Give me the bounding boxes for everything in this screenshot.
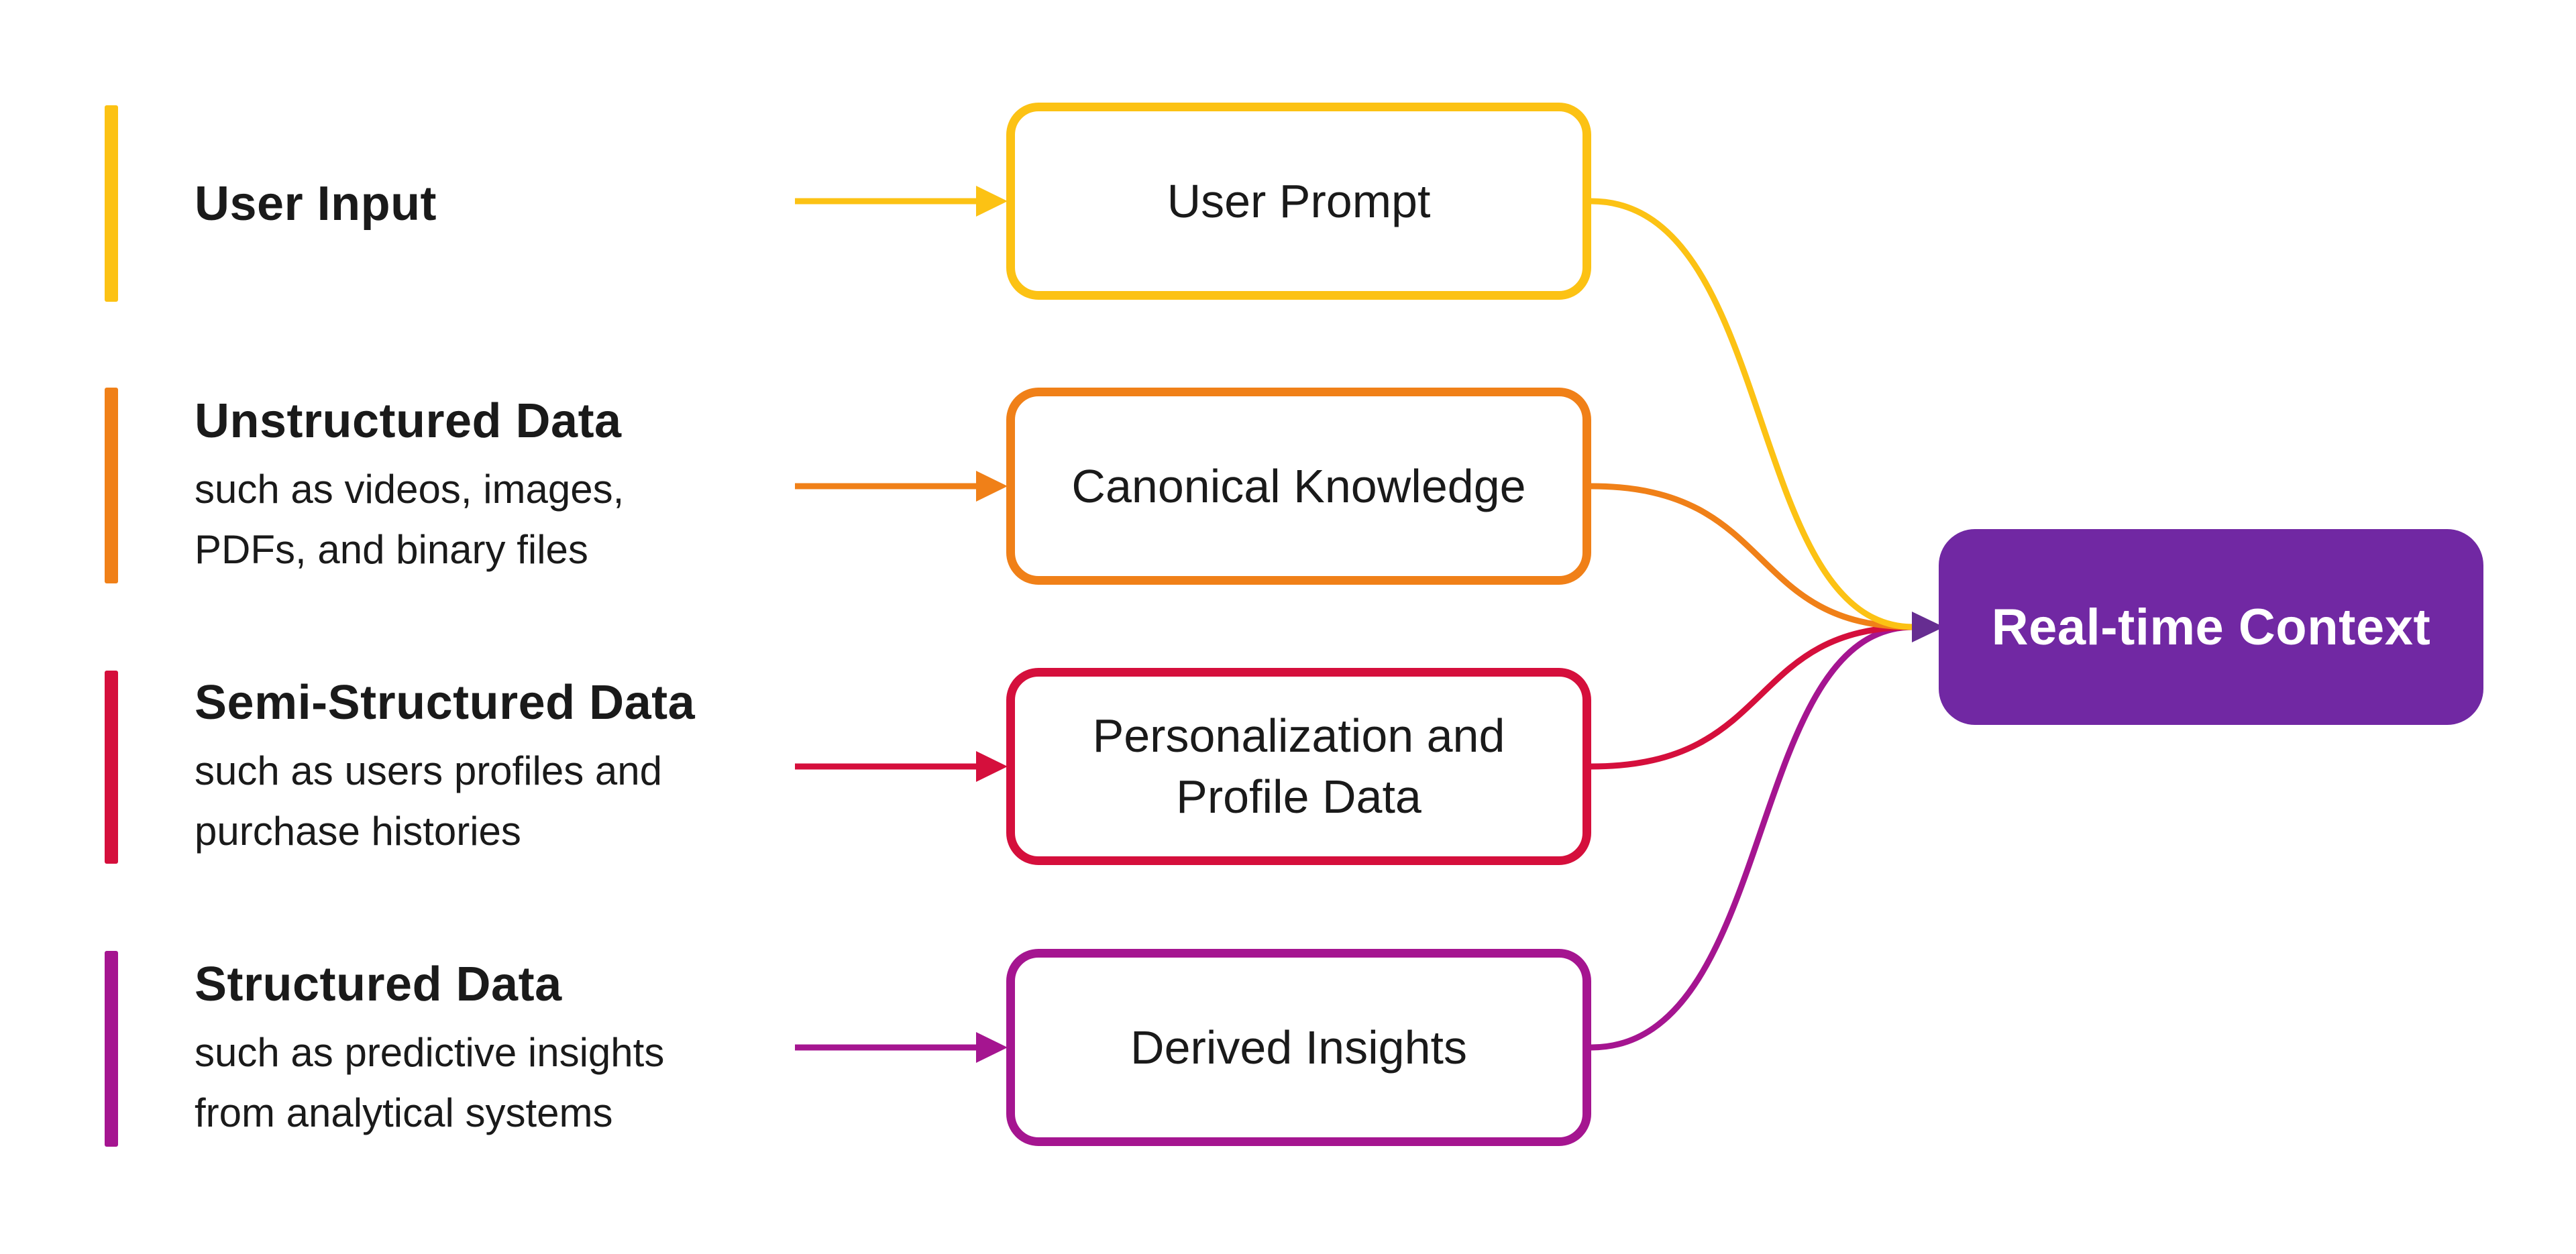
category-bar-structured (105, 951, 118, 1147)
category-title: Structured Data (195, 958, 562, 1011)
category-label-structured: Structured Data such as predictive insig… (195, 951, 832, 1147)
node-real-time-context: Real-time Context (1939, 529, 2483, 725)
node-label: Derived Insights (1130, 1021, 1467, 1074)
node-label: Canonical Knowledge (1071, 459, 1526, 512)
node-personalization-profile-data: Personalization and Profile Data (1006, 668, 1591, 865)
arrowhead-icon (976, 751, 1008, 782)
flow-curve-personalization (1591, 624, 1914, 770)
flow-curve-user-prompt (1591, 198, 1914, 630)
category-subtitle: such as users profiles and purchase hist… (195, 748, 663, 854)
node-user-prompt: User Prompt (1006, 103, 1591, 300)
category-title: Semi-Structured Data (195, 676, 696, 730)
arrowhead-icon (976, 186, 1008, 217)
category-bar-unstructured (105, 388, 118, 583)
arrowhead-icon (976, 1032, 1008, 1063)
category-subtitle: such as videos, images, PDFs, and binary… (195, 467, 625, 572)
node-derived-insights: Derived Insights (1006, 949, 1591, 1146)
category-title: User Input (195, 176, 437, 231)
category-label-user-input: User Input (195, 105, 832, 302)
category-label-semi-structured: Semi-Structured Data such as users profi… (195, 671, 832, 864)
category-label-unstructured: Unstructured Data such as videos, images… (195, 388, 832, 583)
category-title: Unstructured Data (195, 394, 622, 448)
target-label: Real-time Context (1991, 598, 2431, 656)
node-label: User Prompt (1167, 174, 1431, 227)
category-subtitle: such as predictive insights from analyti… (195, 1030, 665, 1135)
flow-curve-derived-insights (1591, 624, 1914, 1051)
node-label: Personalization and Profile Data (1092, 709, 1505, 823)
category-bar-user-input (105, 105, 118, 302)
flow-curve-canonical-knowledge (1591, 483, 1914, 630)
node-canonical-knowledge: Canonical Knowledge (1006, 388, 1591, 585)
arrowhead-icon (976, 471, 1008, 502)
category-bar-semi-structured (105, 671, 118, 864)
